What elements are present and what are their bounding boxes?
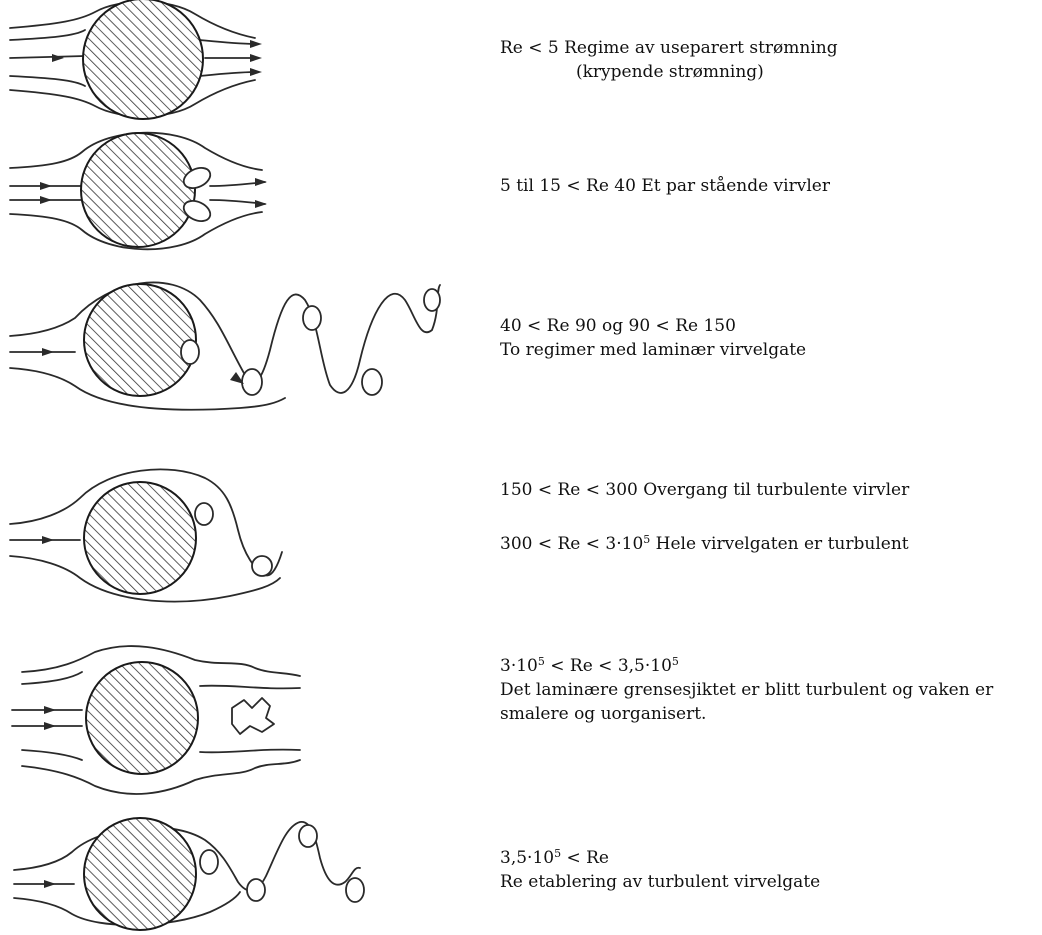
regime-laminar-street-line-2: To regimer med laminær virvelgate xyxy=(500,338,806,362)
vortex xyxy=(181,340,199,364)
vortex xyxy=(247,879,265,901)
regime-full-turbulent-prefix: 300 < Re < 3·10 xyxy=(500,534,643,554)
regime-creeping-line-2: (krypende strømning) xyxy=(500,60,838,84)
vortex xyxy=(195,503,213,525)
sketch-creeping-flow xyxy=(10,0,262,119)
vortex xyxy=(346,878,364,902)
sketch-standing-vortices xyxy=(10,133,267,250)
sketch-turbulent-boundary-layer xyxy=(12,646,300,794)
sketch-transition-turbulent xyxy=(10,469,282,601)
regime-turbulent-street-line-2: Re etablering av turbulent virvelgate xyxy=(500,870,820,894)
cylinder xyxy=(86,662,198,774)
regime-full-turbulent-suffix: Hele virvelgaten er turbulent xyxy=(650,534,908,554)
regime-turbulent-boundary-line-2: Det laminære grensesjiktet er blitt turb… xyxy=(500,678,993,702)
regime-standing-vortices-line-1: 5 til 15 < Re 40 Et par stående virvler xyxy=(500,174,830,198)
turbulent-wake xyxy=(232,698,274,734)
regime-transition-line-1: 150 < Re < 300 Overgang til turbulente v… xyxy=(500,478,909,502)
vortex xyxy=(200,850,218,874)
regime-turbulent-street-text: 3,5·105 < Re Re etablering av turbulent … xyxy=(500,846,820,894)
sketch-turbulent-vortex-street xyxy=(14,818,364,930)
regime6-range-a: 3,5·10 xyxy=(500,848,554,868)
cylinder xyxy=(84,284,196,396)
regime-turbulent-boundary-line-3: smalere og uorganisert. xyxy=(500,702,993,726)
regime5-range-b-exponent: 5 xyxy=(672,655,679,668)
vortex xyxy=(252,556,272,576)
vortex xyxy=(303,306,321,330)
regime-turbulent-street-full-text: 300 < Re < 3·105 Hele virvelgaten er tur… xyxy=(500,532,909,556)
cylinder xyxy=(81,133,195,247)
cylinder xyxy=(83,0,203,119)
regime6-range-suffix: < Re xyxy=(561,848,609,868)
regime-laminar-street-text: 40 < Re 90 og 90 < Re 150 To regimer med… xyxy=(500,314,806,362)
cylinder xyxy=(84,482,196,594)
regime-creeping-text: Re < 5 Regime av useparert strømning (kr… xyxy=(500,36,838,84)
vortex xyxy=(424,289,440,311)
regime5-range-a-exponent: 5 xyxy=(538,655,545,668)
cylinder xyxy=(84,818,196,930)
regime-creeping-line-1: Re < 5 Regime av useparert strømning xyxy=(500,36,838,60)
regime-turbulent-boundary-text: 3·105 < Re < 3,5·105 Det laminære grense… xyxy=(500,654,993,726)
regime5-range-a: 3·10 xyxy=(500,656,538,676)
vortex xyxy=(362,369,382,395)
flow-regime-sketches xyxy=(0,0,470,935)
vortex xyxy=(299,825,317,847)
regime-transition-text: 150 < Re < 300 Overgang til turbulente v… xyxy=(500,478,909,502)
regime5-range-mid: < Re < 3,5·10 xyxy=(545,656,672,676)
regime-laminar-street-line-1: 40 < Re 90 og 90 < Re 150 xyxy=(500,314,806,338)
vortex xyxy=(242,369,262,395)
regime-standing-vortices-text: 5 til 15 < Re 40 Et par stående virvler xyxy=(500,174,830,198)
sketch-laminar-vortex-street xyxy=(10,282,440,409)
